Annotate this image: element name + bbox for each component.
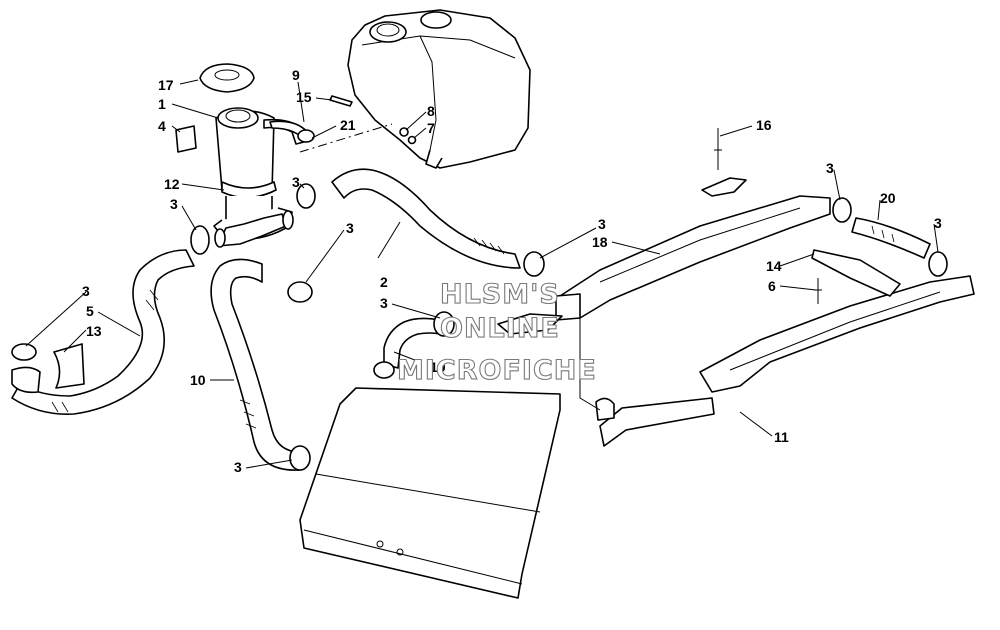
callout-3-right: 3 [934, 215, 942, 231]
hose-coupler [53, 343, 85, 389]
decal [175, 125, 197, 153]
assembly-guide-line [299, 123, 393, 153]
callout-13: 13 [86, 323, 102, 339]
callout-9: 9 [292, 67, 300, 83]
callout-1: 1 [158, 96, 166, 112]
connector-hose [851, 217, 931, 259]
callout-3-elbow: 3 [380, 295, 388, 311]
connector-channel [497, 249, 901, 335]
callout-15: 15 [296, 89, 312, 105]
callout-10: 10 [190, 372, 206, 388]
callout-11: 11 [774, 429, 789, 445]
callout-21: 21 [340, 117, 356, 133]
callout-5: 5 [86, 303, 94, 319]
callout-3-center: 3 [346, 220, 354, 236]
callout-3-outlet: 3 [292, 174, 300, 190]
mounting-screw [329, 95, 353, 107]
callout-4: 4 [158, 118, 166, 134]
lower-hose-left [11, 249, 195, 415]
mounting-bracket [701, 177, 747, 197]
callout-3-bottom: 3 [234, 459, 242, 475]
hose-clamp-small [297, 129, 315, 143]
coolant-reservoir-tank [347, 9, 531, 169]
short-hose-elbow [383, 317, 441, 369]
heat-exchanger-rail-upper [555, 195, 831, 321]
rivet-upper [714, 128, 722, 170]
heat-shield-panel [299, 387, 561, 599]
callout-3-rail: 3 [826, 160, 834, 176]
callout-7: 7 [427, 120, 435, 136]
callout-6: 6 [768, 278, 776, 294]
heat-exchanger-rail-lower [579, 275, 975, 447]
callout-8: 8 [427, 103, 435, 119]
callout-18: 18 [592, 234, 608, 250]
watermark: HLSM'S ONLINE MICROFICHE [396, 278, 597, 386]
callout-12: 12 [164, 176, 180, 192]
watermark-line-3: MICROFICHE [397, 355, 597, 386]
radiator-pressure-cap [199, 63, 255, 93]
callout-3-upper-hose: 3 [598, 216, 606, 232]
callout-16: 16 [756, 117, 772, 133]
callout-19: 19 [430, 359, 446, 375]
callout-14: 14 [766, 258, 782, 274]
leader-lines [25, 79, 939, 469]
t-fitting [214, 210, 294, 248]
hose-clamps [11, 183, 948, 471]
hose-end-left [11, 366, 41, 394]
upper-radiator-hose [331, 168, 521, 269]
callout-3-tee: 3 [170, 196, 178, 212]
callout-labels: 17 1 4 9 15 21 8 7 12 3 3 3 5 13 2 3 18 … [82, 67, 942, 475]
callout-2: 2 [380, 274, 388, 290]
callout-20: 20 [880, 190, 896, 206]
callout-3-left: 3 [82, 283, 90, 299]
watermark-line-2: ONLINE [440, 313, 560, 344]
callout-17: 17 [158, 77, 174, 93]
watermark-line-1: HLSM'S [440, 279, 560, 310]
rivet-lower [814, 278, 822, 304]
lower-hose-center [210, 258, 301, 471]
nut [407, 135, 417, 145]
